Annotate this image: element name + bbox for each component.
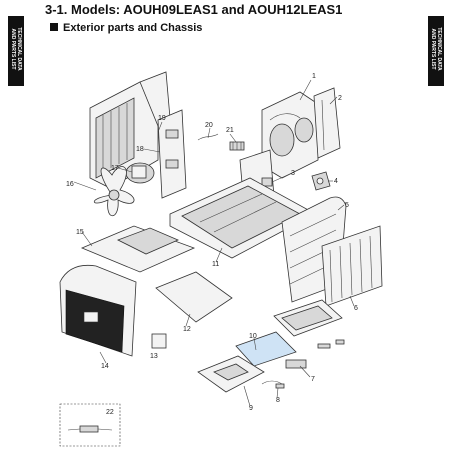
callout-10: 10: [249, 333, 257, 340]
callout-13: 13: [150, 353, 158, 360]
section-subtitle-text: Exterior parts and Chassis: [63, 22, 203, 34]
callout-21: 21: [226, 127, 234, 134]
part-19-side-panel: [89, 71, 171, 189]
part-10-control-cover: [235, 331, 297, 367]
leader-lines: [73, 79, 355, 407]
callout-1: 1: [312, 73, 316, 80]
callout-7: 7: [311, 376, 315, 383]
part-9-electrical-box: [197, 355, 265, 393]
callout-12: 12: [183, 326, 191, 333]
part-18-motor-bracket: [157, 109, 187, 199]
callout-6: 6: [354, 305, 358, 312]
part-14-front-panel: [59, 264, 137, 357]
part-7-pcb-board: [273, 299, 345, 369]
part-1-compressor-assembly: [261, 91, 319, 179]
callout-8: 8: [276, 397, 280, 404]
part-8-sensor: [261, 380, 285, 389]
part-15-top-cover: [80, 225, 196, 273]
callout-9: 9: [249, 405, 253, 412]
callout-16: 16: [66, 181, 74, 188]
part-17-fan-motor: [125, 162, 155, 184]
part-13-label: [151, 333, 167, 349]
callout-11: 11: [212, 261, 219, 268]
section-subtitle: Exterior parts and Chassis: [50, 22, 202, 34]
callout-20: 20: [205, 122, 213, 129]
callout-5: 5: [345, 202, 349, 209]
part-16-propeller-fan: [93, 166, 135, 217]
callout-14: 14: [101, 363, 109, 370]
part-6-rear-grille: [321, 225, 383, 307]
callout-4: 4: [334, 178, 338, 185]
part-22-inset-box: [59, 403, 121, 447]
page-title: 3-1. Models: AOUH09LEAS1 and AOUH12LEAS1: [45, 2, 343, 17]
callout-2: 2: [338, 95, 342, 102]
part-12-partition-panel: [155, 271, 233, 323]
callout-18: 18: [136, 146, 144, 153]
callout-19: 19: [158, 115, 166, 122]
callout-15: 15: [76, 229, 84, 236]
bullet-square-icon: [50, 23, 58, 31]
callout-17: 17: [111, 165, 119, 172]
side-tab-left[interactable]: TECHNICAL DATA AND PARTS LIST: [8, 16, 24, 86]
part-2-rear-panel: [313, 87, 341, 159]
side-tab-right[interactable]: TECHNICAL DATA AND PARTS LIST: [428, 16, 444, 86]
part-21-terminal-block: [229, 141, 245, 151]
part-4-valve: [311, 171, 331, 191]
callout-22: 22: [106, 409, 114, 416]
callout-3: 3: [291, 170, 295, 177]
